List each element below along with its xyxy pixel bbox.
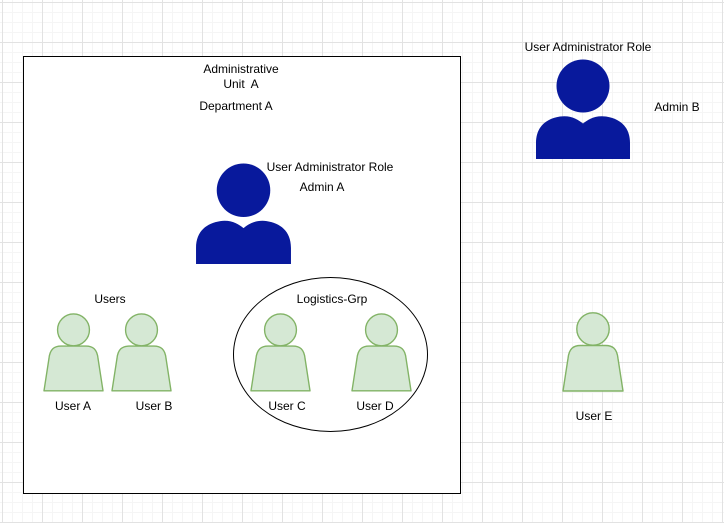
user-e-label: User E — [575, 409, 613, 423]
admin-b-person-icon[interactable] — [533, 59, 633, 159]
admin-b-name-label: Admin B — [654, 100, 700, 114]
user-e-person-icon[interactable] — [561, 312, 625, 392]
admin-b-role-label: User Administrator Role — [524, 40, 652, 54]
user-c-person-icon[interactable] — [250, 313, 311, 392]
administrative-unit-box[interactable] — [23, 56, 461, 494]
user-a-person-icon[interactable] — [43, 313, 104, 392]
user-a-label: User A — [54, 399, 91, 413]
user-b-person-icon[interactable] — [111, 313, 172, 392]
department-label: Department A — [199, 99, 273, 113]
admin-a-person-icon[interactable] — [194, 163, 293, 264]
logistics-group-label: Logistics-Grp — [296, 292, 368, 306]
administrative-unit-title: Administrative Unit A — [203, 62, 279, 91]
logistics-group-ellipse[interactable] — [233, 277, 428, 432]
user-d-person-icon[interactable] — [351, 313, 412, 392]
user-b-label: User B — [135, 399, 173, 413]
users-group-label: Users — [94, 292, 126, 306]
admin-a-name-label: Admin A — [299, 180, 345, 194]
user-c-label: User C — [268, 399, 306, 413]
user-d-label: User D — [356, 399, 394, 413]
admin-a-role-label: User Administrator Role — [266, 160, 394, 174]
